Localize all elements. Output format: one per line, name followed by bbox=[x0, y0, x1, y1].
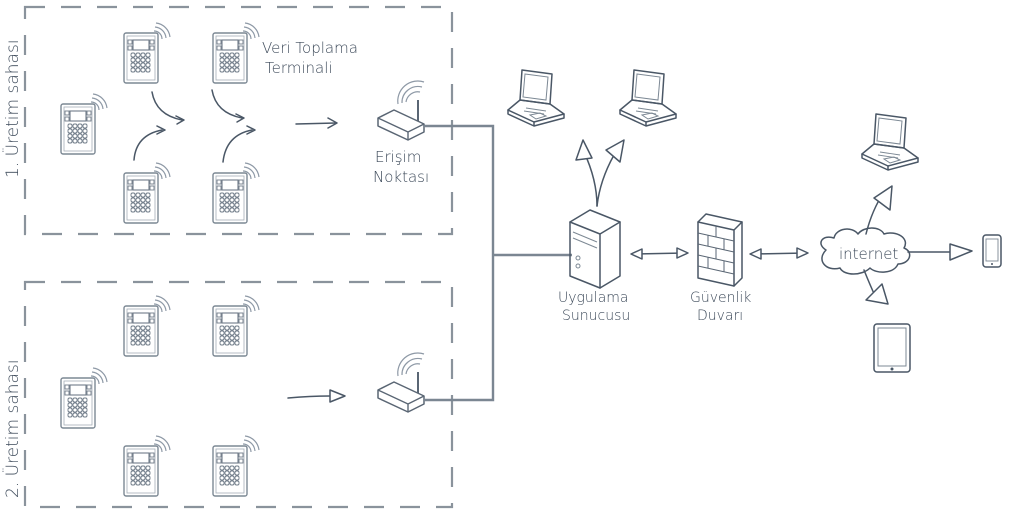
smartphone-icon bbox=[982, 234, 1002, 268]
firewall-internet-link bbox=[749, 247, 809, 260]
internet-to-devices-arrows bbox=[863, 185, 973, 305]
laptop-icon bbox=[619, 69, 677, 127]
production-zone-1 bbox=[23, 5, 454, 236]
data-terminal-icon bbox=[123, 22, 171, 84]
firewall-label-line1: Güvenlik bbox=[690, 290, 751, 306]
access-point-label-line2: Noktası bbox=[373, 168, 429, 186]
data-terminal-icon bbox=[60, 367, 108, 429]
internet-label: internet bbox=[839, 245, 898, 263]
cloud-icon bbox=[820, 227, 911, 275]
server-label-line1: Uygulama bbox=[558, 290, 629, 306]
flow-arrows-zone-1 bbox=[133, 89, 338, 163]
zone-1-label: 1. Üretim sahası bbox=[1, 39, 23, 178]
terminal-label-line1: Veri Toplama bbox=[262, 39, 358, 57]
tablet-icon bbox=[873, 323, 911, 373]
data-terminal-icon bbox=[212, 295, 260, 357]
terminal-label-line2: Terminali bbox=[265, 59, 333, 77]
laptop-icon bbox=[507, 69, 565, 127]
flow-arrow-zone-2 bbox=[287, 389, 346, 403]
data-terminal-icon bbox=[212, 435, 260, 497]
access-point-label-line1: Erişim bbox=[375, 148, 421, 166]
network-cabling bbox=[424, 124, 572, 402]
data-terminal-icon bbox=[123, 162, 171, 224]
wireless-router-icon bbox=[377, 352, 425, 413]
data-terminal-icon bbox=[123, 435, 171, 497]
server-tower-icon bbox=[569, 209, 621, 289]
zone-2-label: 2. Üretim sahası bbox=[1, 359, 23, 498]
server-label-line2: Sunucusu bbox=[562, 308, 630, 324]
production-zone-2 bbox=[23, 280, 454, 509]
data-terminal-icon bbox=[212, 162, 260, 224]
firewall-label-line2: Duvarı bbox=[697, 308, 743, 324]
data-terminal-icon bbox=[212, 22, 260, 84]
brick-firewall-icon bbox=[697, 213, 743, 287]
laptop-icon bbox=[861, 113, 919, 171]
data-terminal-icon bbox=[60, 93, 108, 155]
data-terminal-icon bbox=[123, 295, 171, 357]
server-to-laptops-arrows bbox=[575, 139, 625, 207]
wireless-router-icon bbox=[377, 80, 425, 141]
server-firewall-link bbox=[630, 247, 689, 260]
